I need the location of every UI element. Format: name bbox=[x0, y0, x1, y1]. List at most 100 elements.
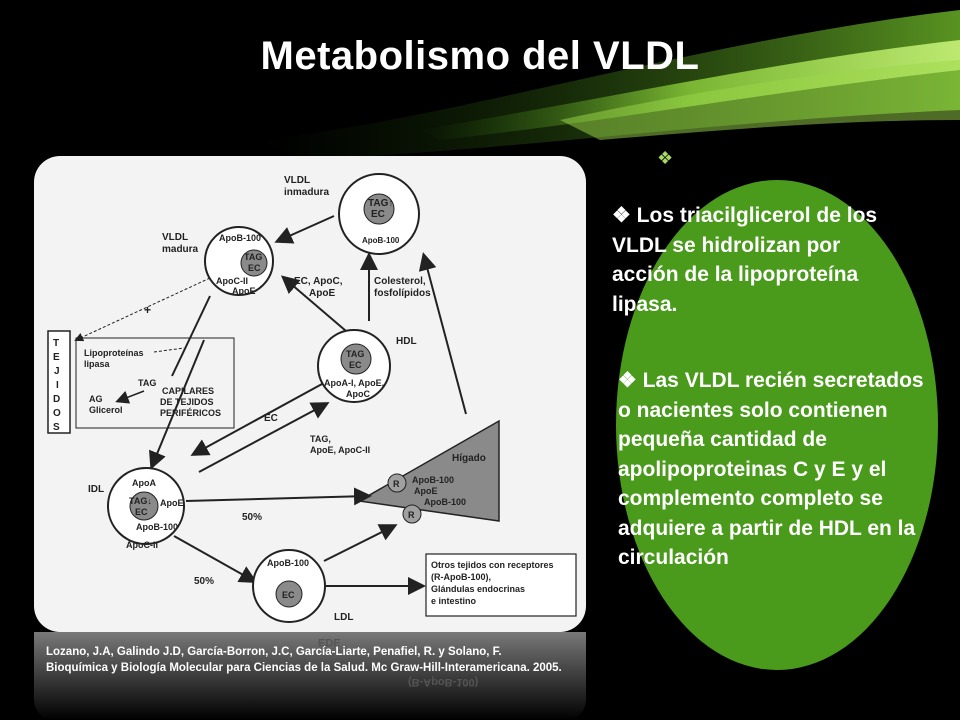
otros-line3: Glándulas endocrinas bbox=[431, 584, 525, 594]
tag-apoe-label-2: ApoE, ApoC-II bbox=[310, 445, 370, 455]
vldl-madura-ec: EC bbox=[248, 263, 261, 273]
idl-apo3: ApoB-100 bbox=[136, 522, 178, 532]
lipoproteinas-lipasa: Lipoproteínas bbox=[84, 348, 144, 358]
capilares-box bbox=[75, 337, 235, 429]
capilares-label: CAPILARES bbox=[162, 386, 214, 396]
hdl-core bbox=[340, 343, 372, 375]
ldl-label: LDL bbox=[334, 612, 353, 623]
line-madura-to-capilares bbox=[171, 295, 211, 377]
green-oval bbox=[616, 180, 938, 670]
bullet-marker-icon: ❖ bbox=[657, 148, 674, 168]
panel-reflection: EDE (B-ApoB-100) bbox=[34, 632, 586, 720]
lipoproteinas-lipasa-2: lipasa bbox=[84, 359, 111, 369]
dashed-arrow-activation bbox=[74, 277, 211, 342]
ag-label: AG bbox=[89, 394, 103, 404]
transfer-ec-apoc-2: ApoE bbox=[309, 288, 335, 299]
vldl-madura-apo2: ApoC-II bbox=[216, 276, 248, 286]
idl-apo1: ApoA bbox=[132, 478, 156, 488]
vldl-inmadura-ec: EC bbox=[371, 209, 385, 220]
transfer-ec-apoc: EC, ApoC, bbox=[294, 276, 343, 287]
vldl-madura-label-2: madura bbox=[162, 244, 199, 255]
diamond-bullet-icon: ❖ bbox=[612, 204, 631, 227]
capilares-label-2: DE TEJIDOS bbox=[160, 397, 214, 407]
higado-triangle bbox=[356, 419, 500, 522]
vldl-madura-tag: TAG bbox=[244, 252, 262, 262]
hdl-label: HDL bbox=[396, 336, 417, 347]
arrow-idl-to-hdl bbox=[198, 402, 330, 473]
bullet-2-text: Las VLDL recién secretados o nacientes s… bbox=[618, 369, 924, 569]
arrow-tag-to-ag bbox=[115, 390, 145, 404]
higado-apo1: ApoB-100 bbox=[412, 475, 454, 485]
tejidos-letter: D bbox=[53, 394, 60, 405]
idl-tag: TAG↓ bbox=[129, 496, 152, 506]
plus-sign: + bbox=[144, 303, 151, 317]
ldl-ec: EC bbox=[282, 590, 295, 600]
idl-apo4: ApoC-II bbox=[126, 540, 158, 550]
otros-tejidos-box bbox=[425, 553, 577, 617]
arrow-inmadura-to-madura bbox=[274, 215, 335, 244]
tejidos-letter: J bbox=[54, 366, 60, 377]
vldl-madura-apo3: ApoE bbox=[232, 286, 256, 296]
colesterol-label: Colesterol, bbox=[374, 276, 426, 287]
arrow-ldl-to-higado bbox=[323, 524, 398, 562]
vldl-inmadura-label: VLDL bbox=[284, 175, 310, 186]
tejidos-box bbox=[47, 330, 71, 434]
bullet-1-text: Los triacilglicerol de los VLDL se hidro… bbox=[612, 204, 878, 316]
hdl-apo2: ApoC bbox=[346, 389, 370, 399]
tejidos-letter: I bbox=[56, 380, 59, 391]
citation-text: Lozano, J.A, Galindo J.D, García-Borron,… bbox=[46, 646, 562, 674]
diagram-panel: VLDL inmadura TAG↑ EC ApoB-100 VLDL madu… bbox=[34, 156, 586, 632]
pct-50-ldl: 50% bbox=[194, 576, 214, 587]
bullet-2: ❖ Las VLDL recién secretados o nacientes… bbox=[618, 366, 936, 573]
receptor-label: R bbox=[408, 510, 415, 520]
otros-line1: Otros tejidos con receptores bbox=[431, 560, 554, 570]
tejidos-letter: E bbox=[53, 352, 60, 363]
hdl-apo1: ApoA-I, ApoE, bbox=[324, 378, 384, 388]
vldl-inmadura-apo: ApoB-100 bbox=[362, 236, 400, 245]
otros-line2: (R-ApoB-100), bbox=[431, 572, 491, 582]
idl-apo2: ApoE bbox=[160, 498, 184, 508]
otros-line4: e intestino bbox=[431, 596, 477, 606]
higado-apo2: ApoE bbox=[414, 486, 438, 496]
colesterol-label-2: fosfolípidos bbox=[374, 288, 431, 299]
vldl-madura-core bbox=[240, 249, 268, 277]
ldl-apo: ApoB-100 bbox=[267, 558, 309, 568]
receptor-label: R bbox=[393, 479, 400, 489]
higado-apo3: ApoB-100 bbox=[424, 497, 466, 507]
arrow-idl-to-higado bbox=[185, 487, 372, 506]
receptor-circle bbox=[387, 473, 407, 493]
vldl-inmadura-tag: TAG↑ bbox=[368, 198, 393, 209]
pct-50-higado: 50% bbox=[242, 512, 262, 523]
ldl-core bbox=[275, 580, 303, 608]
idl-core bbox=[129, 491, 159, 521]
reflection-label-apob: (B-ApoB-100) bbox=[408, 676, 479, 688]
vldl-madura-apo1: ApoB-100 bbox=[219, 233, 261, 243]
capilares-label-3: PERIFÉRICOS bbox=[160, 408, 221, 418]
dashed-line-lpl bbox=[153, 347, 185, 353]
receptor-circle bbox=[402, 504, 422, 524]
vldl-inmadura-core bbox=[363, 193, 395, 225]
tejidos-letters: T E J I D O S bbox=[53, 338, 61, 433]
tag-apoe-label: TAG, bbox=[310, 434, 331, 444]
higado-label: Hígado bbox=[452, 453, 486, 464]
vldl-inmadura-label-2: inmadura bbox=[284, 187, 329, 198]
arrow-hdl-to-idl bbox=[190, 383, 323, 456]
slide-title: Metabolismo del VLDL bbox=[260, 34, 700, 78]
vldl-madura-label: VLDL bbox=[162, 232, 188, 243]
idl-ec: EC bbox=[135, 507, 148, 517]
arrow-idl-to-ldl bbox=[173, 535, 258, 583]
tag-label: TAG bbox=[138, 378, 156, 388]
idl-label: IDL bbox=[88, 484, 104, 495]
bullet-1: ❖ Los triacilglicerol de los VLDL se hid… bbox=[612, 201, 912, 319]
ec-label: EC bbox=[264, 413, 278, 424]
hdl-ec: EC bbox=[349, 360, 362, 370]
arrow-higado-to-inmadura bbox=[418, 252, 467, 415]
glicerol-label: Glicerol bbox=[89, 405, 123, 415]
diamond-bullet-icon: ❖ bbox=[618, 369, 637, 392]
tejidos-letter: S bbox=[53, 422, 60, 433]
vldl-metabolism-diagram: VLDL inmadura TAG↑ EC ApoB-100 VLDL madu… bbox=[47, 173, 577, 623]
arrow-hdl-to-madura bbox=[280, 275, 347, 332]
hdl-tag: TAG bbox=[346, 349, 364, 359]
vldl-madura-circle bbox=[204, 226, 274, 296]
